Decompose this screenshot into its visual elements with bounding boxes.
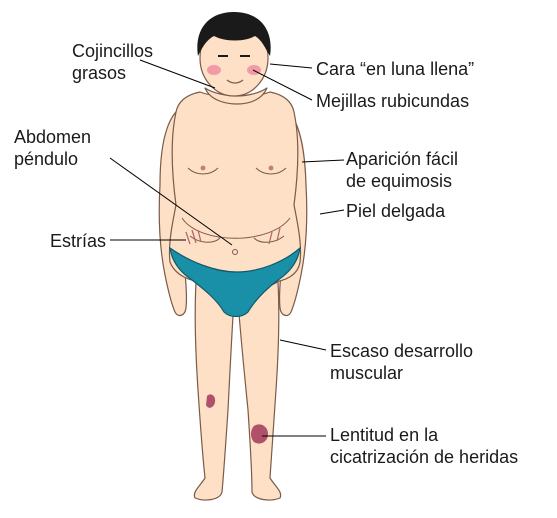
- label-muscular-1: Escaso desarrollo: [330, 341, 474, 361]
- label-cojincillos-1: Cojincillos: [72, 41, 154, 61]
- striae: [185, 227, 281, 245]
- leader-abdomen: [109, 157, 233, 246]
- label-heridas-2: cicatrización de heridas: [330, 447, 519, 467]
- label-abdomen-2: péndulo: [14, 149, 79, 169]
- label-muscular-2: muscular: [330, 363, 404, 383]
- label-mejillas: Mejillas rubicundas: [316, 91, 470, 111]
- bruise: [206, 394, 216, 408]
- label-cojincillos-2: grasos: [72, 63, 127, 83]
- hair: [197, 12, 271, 56]
- label-abdomen-1: Abdomen: [14, 127, 92, 147]
- label-heridas-1: Lentitud en la: [330, 425, 439, 445]
- underwear: [169, 246, 301, 318]
- leader-piel: [319, 209, 345, 215]
- head: [197, 12, 271, 97]
- nipples: [200, 165, 274, 171]
- label-estrias: Estrías: [50, 231, 107, 251]
- right-leg: [237, 281, 282, 501]
- leader-equimosis: [301, 159, 345, 163]
- left-leg: [193, 281, 235, 501]
- label-equimosis-2: de equimosis: [346, 171, 453, 191]
- torso: [168, 91, 302, 283]
- label-piel: Piel delgada: [346, 201, 446, 221]
- body: [158, 87, 308, 501]
- leader-mejillas: [252, 69, 313, 101]
- torso-details: [181, 167, 291, 255]
- leader-cojincillos: [139, 59, 216, 89]
- leader-lines: [109, 59, 345, 437]
- leader-cara: [269, 63, 313, 69]
- label-equimosis-1: Aparición fácil: [346, 149, 459, 169]
- leader-muscular: [279, 339, 327, 351]
- left-cheek: [207, 65, 221, 75]
- label-cara: Cara “en luna llena”: [316, 59, 475, 79]
- wound: [251, 424, 268, 444]
